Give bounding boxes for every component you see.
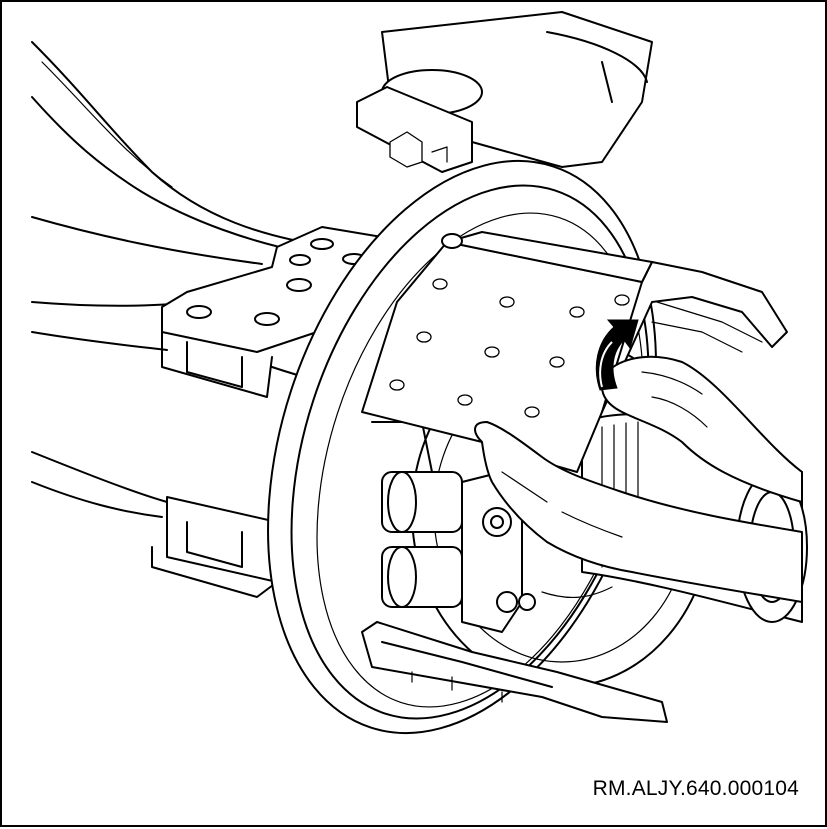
axle-beam-upper: [31, 41, 333, 307]
shock-absorber-top: [356, 11, 653, 173]
lower-bracket: [151, 496, 278, 598]
upper-brake-shoe: [361, 231, 788, 473]
cam-assembly: [371, 421, 613, 633]
left-hand: [474, 421, 803, 603]
right-hand: [601, 355, 803, 503]
lower-brake-shoe: [361, 621, 668, 723]
removal-arrow: [595, 319, 639, 391]
reference-code: RM.ALJY.640.000104: [592, 777, 799, 800]
